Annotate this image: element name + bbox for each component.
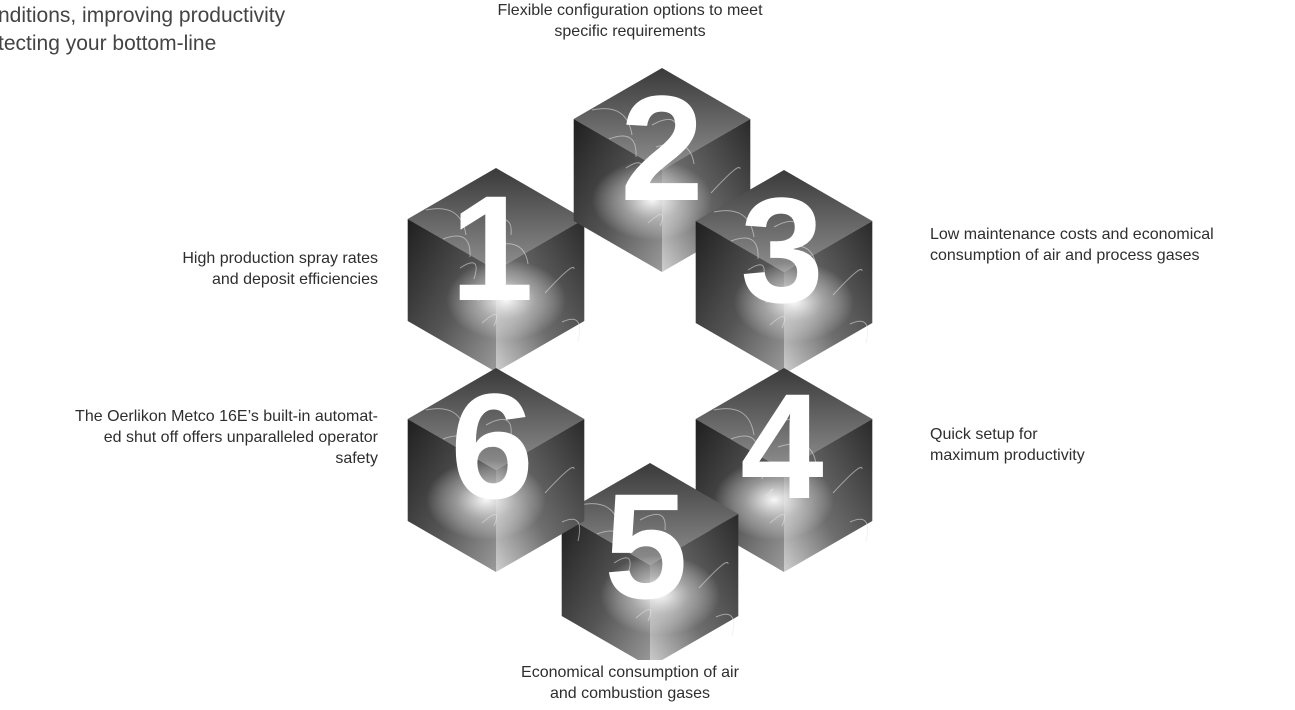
spark-streak (764, 290, 774, 304)
caption-line: maximum productivity (930, 447, 1085, 464)
spark-streak (481, 514, 498, 527)
spark-streak (544, 467, 575, 494)
spark-streak (730, 435, 759, 458)
spark-streak (476, 488, 486, 502)
spark-streak (481, 314, 498, 327)
spark-streak (710, 167, 741, 194)
spark-streak (698, 562, 729, 589)
caption-line: and combustion gases (549, 685, 711, 702)
spark-streak (625, 162, 643, 180)
caption-line: Low maintenance costs and economical (930, 226, 1214, 243)
spark-streak (777, 245, 817, 267)
headline-line: tecting your bottom-line (0, 32, 217, 55)
spark-streak (832, 467, 863, 494)
spark-glow (714, 460, 834, 540)
spark-glow (734, 262, 854, 342)
cube-number: 1 (450, 164, 533, 332)
spark-streak (459, 462, 477, 480)
caption-feature-4: Quick setup for maximum productivity (930, 424, 1230, 466)
caption-line: safety (335, 450, 378, 467)
caption-feature-3: Low maintenance costs and economical con… (930, 224, 1290, 266)
spark-streak (849, 320, 869, 344)
caption-line: consumption of air and process gases (930, 247, 1200, 264)
spark-streak (713, 408, 755, 436)
spark-streak (425, 208, 467, 236)
cube-number: 3 (740, 166, 823, 334)
spark-streak (459, 262, 477, 280)
cube-5 (561, 463, 739, 660)
caption-line: High production spray rates (182, 250, 378, 267)
spark-streak (635, 609, 652, 622)
spark-streak (561, 318, 581, 342)
spark-streak (561, 518, 581, 542)
spark-streak (730, 237, 759, 260)
spark-streak (596, 530, 625, 553)
cube-number: 4 (740, 362, 823, 530)
spark-streak (485, 218, 512, 236)
spark-streak (442, 435, 471, 458)
spark-streak (777, 443, 817, 465)
spark-streak (608, 135, 637, 158)
spark-streak (579, 503, 621, 531)
caption-line: The Oerlikon Metco 16E’s built-in automa… (75, 408, 378, 425)
spark-glow (426, 460, 546, 540)
spark-streak (655, 143, 695, 165)
spark-streak (613, 557, 631, 575)
spark-streak (773, 418, 800, 436)
spark-streak (647, 214, 664, 227)
caption-line: Flexible configuration options to meet (497, 2, 763, 19)
spark-streak (642, 188, 652, 202)
cube-6 (407, 368, 585, 572)
spark-streak (832, 269, 863, 296)
spark-streak (849, 518, 869, 542)
spark-streak (476, 288, 486, 302)
spark-glow (600, 555, 720, 635)
caption-line: ed shut off offers unparalleled operator (103, 429, 378, 446)
cube-number: 6 (450, 362, 533, 530)
spark-streak (643, 538, 683, 560)
headline-text: nditions, improving productivity tecting… (0, 2, 398, 58)
caption-line: Quick setup for (930, 426, 1038, 443)
hexagon-cube-diagram: 1 2 3 4 5 6 (400, 50, 880, 660)
spark-streak (769, 514, 786, 527)
spark-streak (651, 118, 678, 136)
cube-number: 2 (620, 64, 703, 232)
caption-feature-2: Flexible configuration options to meet s… (440, 0, 820, 42)
cube-number: 5 (604, 462, 687, 630)
spark-streak (713, 210, 755, 238)
caption-line: Economical consumption of air (521, 664, 739, 681)
cube-diagram-svg: 1 2 3 4 5 6 (407, 64, 873, 660)
spark-streak (544, 267, 575, 294)
spark-streak (489, 443, 529, 465)
spark-streak (769, 316, 786, 329)
spark-streak (639, 513, 666, 531)
spark-streak (489, 243, 529, 265)
caption-line: specific requirements (554, 23, 706, 40)
spark-streak (715, 613, 735, 637)
spark-streak (773, 220, 800, 238)
spark-streak (442, 235, 471, 258)
caption-feature-1: High production spray rates and deposit … (80, 248, 378, 290)
spark-streak (425, 408, 467, 436)
caption-line: and deposit efficiencies (211, 271, 378, 288)
spark-streak (485, 418, 512, 436)
spark-glow (592, 160, 712, 240)
headline-line: nditions, improving productivity (0, 4, 286, 27)
caption-feature-6: The Oerlikon Metco 16E’s built-in automa… (0, 406, 378, 469)
spark-streak (764, 488, 774, 502)
spark-streak (591, 108, 633, 136)
spark-streak (630, 583, 640, 597)
spark-streak (747, 264, 765, 282)
spark-streak (747, 462, 765, 480)
spark-glow (446, 260, 566, 340)
caption-feature-5: Economical consumption of air and combus… (460, 662, 800, 704)
